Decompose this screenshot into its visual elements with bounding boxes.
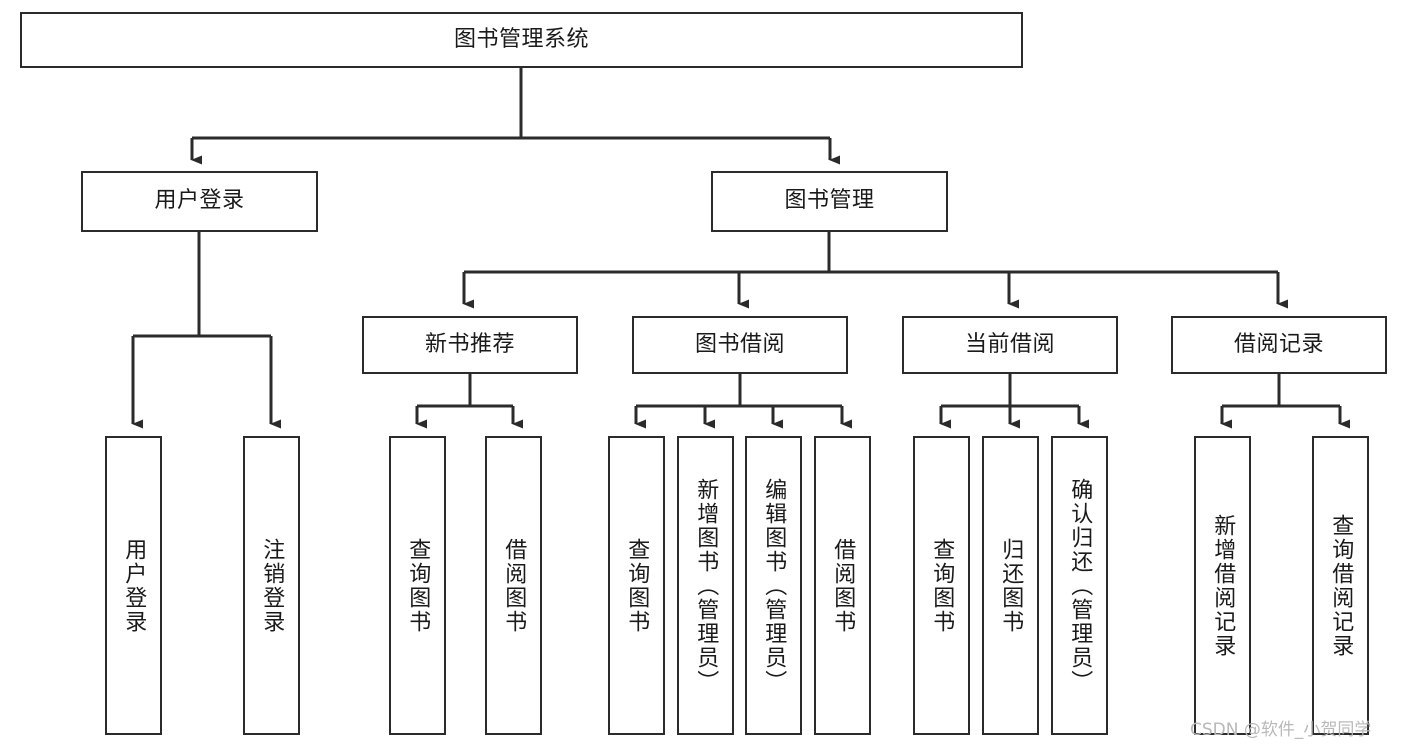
leaf-borrow-book-1-label: 借阅图书 xyxy=(501,537,527,634)
node-user-login-label: 用户登录 xyxy=(154,188,245,214)
leaf-return-book-label: 归还图书 xyxy=(998,537,1024,634)
leaf-add-record-label: 新增借阅记录 xyxy=(1210,513,1236,658)
leaf-user-login-label: 用户登录 xyxy=(121,537,147,634)
node-book-management-label: 图书管理 xyxy=(784,188,875,214)
leaf-edit-book-label: 编辑图书（管理员） xyxy=(761,477,787,694)
leaf-query-book-2-label: 查询图书 xyxy=(624,537,650,634)
node-new-book-recommend-label: 新书推荐 xyxy=(424,331,515,357)
node-current-borrow-label: 当前借阅 xyxy=(964,331,1055,357)
leaf-user-login[interactable]: 用户登录 xyxy=(105,436,162,735)
node-current-borrow[interactable]: 当前借阅 xyxy=(902,316,1118,374)
node-book-borrow[interactable]: 图书借阅 xyxy=(632,316,848,374)
node-root[interactable]: 图书管理系统 xyxy=(20,12,1023,68)
leaf-confirm-return[interactable]: 确认归还（管理员） xyxy=(1051,436,1108,735)
leaf-borrow-book-2[interactable]: 借阅图书 xyxy=(814,436,871,735)
leaf-add-record[interactable]: 新增借阅记录 xyxy=(1194,436,1251,735)
leaf-add-book[interactable]: 新增图书（管理员） xyxy=(677,436,734,735)
leaf-query-record[interactable]: 查询借阅记录 xyxy=(1312,436,1369,735)
leaf-confirm-return-label: 确认归还（管理员） xyxy=(1067,477,1093,694)
leaf-user-logout-label: 注销登录 xyxy=(259,537,285,634)
leaf-edit-book[interactable]: 编辑图书（管理员） xyxy=(745,436,802,735)
leaf-query-record-label: 查询借阅记录 xyxy=(1328,513,1354,658)
node-new-book-recommend[interactable]: 新书推荐 xyxy=(362,316,578,374)
node-borrow-record-label: 借阅记录 xyxy=(1233,331,1324,357)
node-user-login[interactable]: 用户登录 xyxy=(81,171,318,232)
leaf-borrow-book-1[interactable]: 借阅图书 xyxy=(485,436,542,735)
leaf-borrow-book-2-label: 借阅图书 xyxy=(830,537,856,634)
node-borrow-record[interactable]: 借阅记录 xyxy=(1171,316,1387,374)
leaf-query-book-2[interactable]: 查询图书 xyxy=(608,436,665,735)
node-book-borrow-label: 图书借阅 xyxy=(694,331,785,357)
leaf-query-book-1-label: 查询图书 xyxy=(405,537,431,634)
leaf-query-book-1[interactable]: 查询图书 xyxy=(389,436,446,735)
leaf-user-logout[interactable]: 注销登录 xyxy=(243,436,300,735)
leaf-query-book-3[interactable]: 查询图书 xyxy=(913,436,970,735)
watermark-text: CSDN @软件_小贺同学 xyxy=(1190,720,1372,740)
leaf-add-book-label: 新增图书（管理员） xyxy=(693,477,719,694)
leaf-return-book[interactable]: 归还图书 xyxy=(982,436,1039,735)
leaf-query-book-3-label: 查询图书 xyxy=(929,537,955,634)
node-root-label: 图书管理系统 xyxy=(453,26,589,52)
node-book-management[interactable]: 图书管理 xyxy=(711,171,948,232)
